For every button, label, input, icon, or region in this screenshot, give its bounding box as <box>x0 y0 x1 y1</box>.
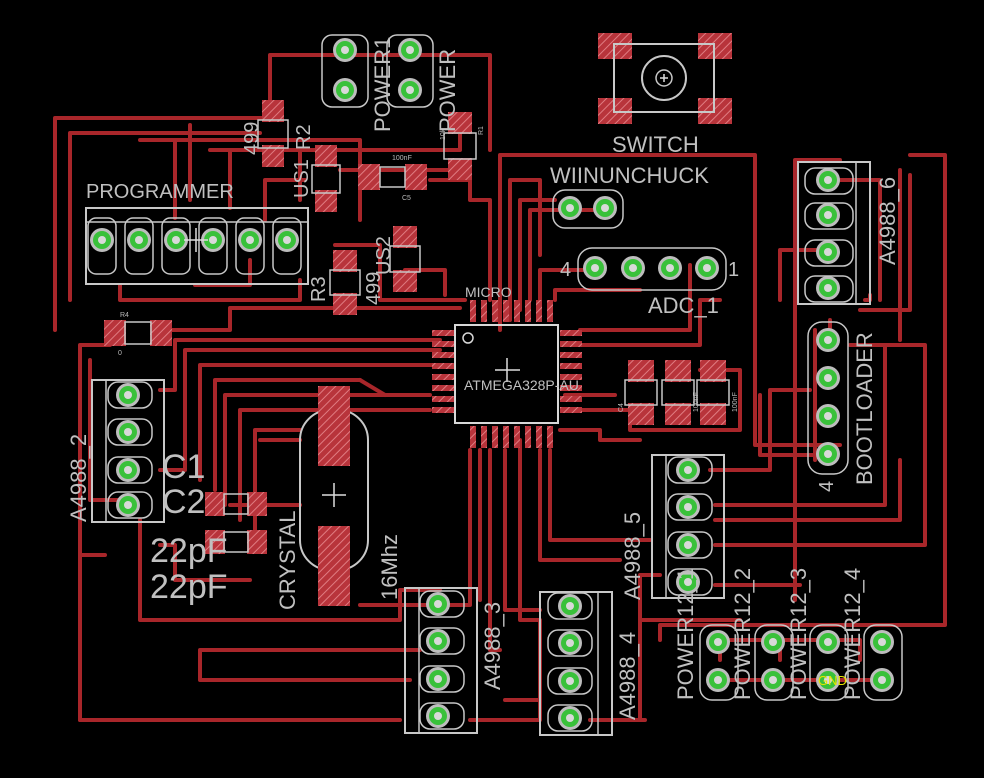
label-atmega: ATMEGA328P-AU <box>464 377 579 393</box>
chip-pin-right <box>560 330 582 336</box>
label-adc-pin1: 1 <box>728 259 739 281</box>
wiinunchuck-header <box>552 189 624 229</box>
chip-pin-bottom <box>547 426 553 448</box>
headers <box>85 34 903 736</box>
label-r2-value: 499 <box>241 122 263 155</box>
chip-pin-left <box>432 396 454 402</box>
a4988-2-header <box>91 379 165 523</box>
chip-pin-left <box>432 330 454 336</box>
power12-headers <box>699 624 903 701</box>
chip-pin-right <box>560 374 582 380</box>
chip-pin-right <box>560 341 582 347</box>
label-power12-1: POWER12_1 <box>673 568 698 700</box>
chip-pin-right <box>560 363 582 369</box>
label-r2: R2 <box>293 124 315 150</box>
label-switch: SWITCH <box>612 132 699 157</box>
label-crystal-freq: 16Mhz <box>377 534 402 600</box>
label-c1: C1 <box>162 448 205 486</box>
chip-pin-left <box>432 407 454 413</box>
label-power: POWER <box>435 49 460 132</box>
chip-pin-top <box>514 300 520 322</box>
label-a4988-2: A4988_2 <box>66 434 91 522</box>
label-r4: R4 <box>120 312 129 319</box>
label-wiinunchuck: WIINUNCHUCK <box>550 163 709 188</box>
label-r3-value: 499 <box>363 272 385 305</box>
labels: POWER1 POWER SWITCH WIINUNCHUCK PROGRAMM… <box>66 37 900 720</box>
chip-pin-bottom <box>481 426 487 448</box>
chip-pin-left <box>432 363 454 369</box>
chip-pin-left <box>432 385 454 391</box>
label-adc-pin4: 4 <box>560 259 571 281</box>
chip-pin-bottom <box>525 426 531 448</box>
chip-pin-top <box>481 300 487 322</box>
label-r3: R3 <box>308 276 330 302</box>
label-adc1: ADC_1 <box>648 293 719 318</box>
label-programmer: PROGRAMMER <box>86 181 234 203</box>
chip-pin-left <box>432 352 454 358</box>
chip-pin-left <box>432 374 454 380</box>
label-c5-value: 100nF <box>392 155 412 162</box>
label-a4988-5: A4988_5 <box>620 512 645 600</box>
chip-pin-top <box>503 300 509 322</box>
chip-pin-bottom <box>470 426 476 448</box>
a4988-3-header <box>404 587 478 734</box>
chip-pin-bottom <box>536 426 542 448</box>
chip-pin-right <box>560 385 582 391</box>
a4988-6-header <box>797 161 871 305</box>
chip-pin-top <box>536 300 542 322</box>
label-a4988-6: A4988_6 <box>875 177 900 265</box>
chip-pin-top <box>547 300 553 322</box>
label-us2: US2 <box>373 236 395 275</box>
a4988-5-header <box>651 454 725 599</box>
label-r1-value: 10k <box>440 128 447 140</box>
label-c2: C2 <box>162 483 205 521</box>
label-cap-c3-value: 100nF <box>693 392 700 412</box>
label-cap-c4: C4 <box>618 403 625 412</box>
chip-pin-right <box>560 407 582 413</box>
label-cap-c6-value: 100nF <box>732 392 739 412</box>
atmega-chip <box>432 300 582 448</box>
chip-pin-top <box>525 300 531 322</box>
chip-pin-top <box>470 300 476 322</box>
label-c5: C5 <box>402 195 411 202</box>
chip-pin-bottom <box>503 426 509 448</box>
label-power12-4: POWER12_4 <box>840 568 865 700</box>
smd-parts <box>104 33 732 606</box>
chip-pin-bottom <box>514 426 520 448</box>
label-a4988-4: A4988_4 <box>615 632 640 720</box>
label-bootloader: BOOTLOADER <box>852 332 877 485</box>
label-power12-2: POWER12_2 <box>730 568 755 700</box>
chip-pin-top <box>492 300 498 322</box>
label-power12-3: POWER12_3 <box>786 568 811 700</box>
a4988-4-header <box>539 591 613 736</box>
label-c2-value: 22pF <box>150 568 228 606</box>
adc-header <box>577 247 727 291</box>
label-bootloader-pin4: 4 <box>816 481 838 492</box>
chip-pin-bottom <box>492 426 498 448</box>
label-us1: US1 <box>291 159 313 198</box>
label-power1: POWER1 <box>370 37 395 132</box>
label-crystal: CRYSTAL <box>275 511 300 610</box>
chip-pin-right <box>560 396 582 402</box>
chip-pin-left <box>432 341 454 347</box>
bootloader-header <box>807 321 849 475</box>
label-micro: MICRO <box>465 284 512 300</box>
traces <box>53 53 947 722</box>
label-r4-value: 0 <box>118 350 122 357</box>
label-r1: R1 <box>478 126 485 135</box>
label-gnd: GND <box>818 673 847 688</box>
chip-pin-right <box>560 352 582 358</box>
programmer-header <box>85 207 309 285</box>
label-c1-value: 22pF <box>150 532 228 570</box>
power-header <box>321 34 434 108</box>
label-a4988-3: A4988_3 <box>480 602 505 690</box>
